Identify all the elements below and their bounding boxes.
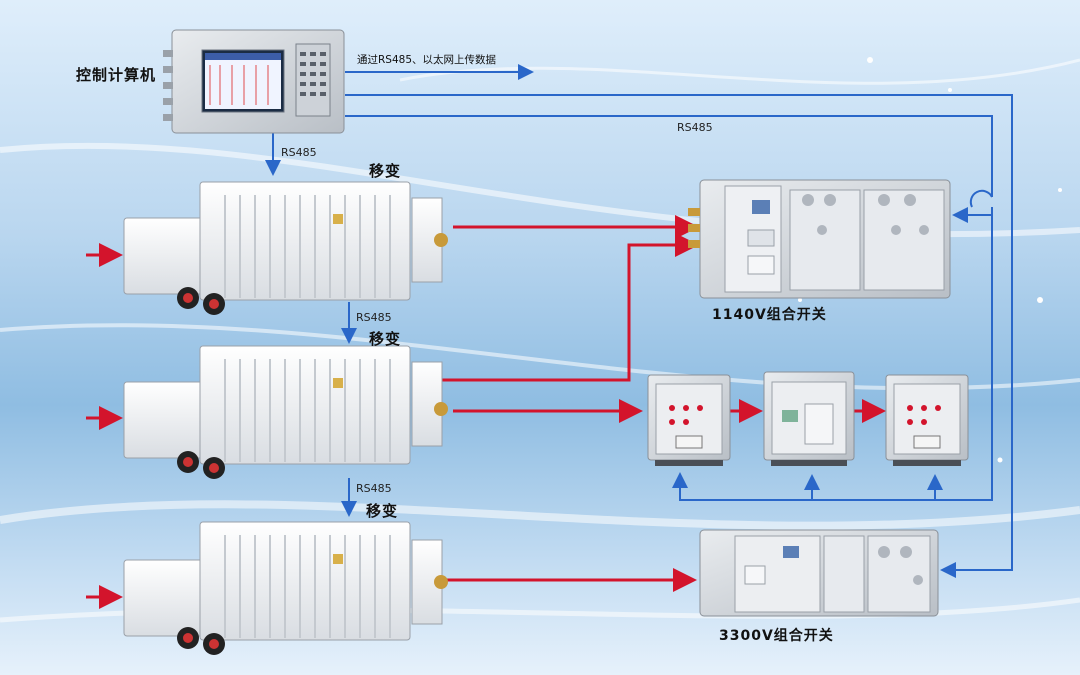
transformer-3-label: 移变 (366, 502, 399, 520)
rs485-to-1140 (952, 207, 993, 223)
rs485-bus-outer (345, 94, 1013, 578)
rs485-label-bus: RS485 (677, 121, 713, 134)
control-computer (163, 29, 345, 134)
rs485-bus-inner (345, 115, 993, 197)
feeder-switch-3-graphic (885, 374, 969, 466)
rs485-label-t2-t3: RS485 (356, 482, 392, 495)
rs485-to-feeders (679, 215, 993, 501)
switch-1140-label: 1140V组合开关 (712, 307, 827, 323)
rs485-label-computer: RS485 (281, 146, 317, 159)
signal-lines (265, 64, 1013, 578)
transformer-2-graphic (123, 345, 448, 479)
feeder-switch-1-graphic (647, 374, 731, 466)
power-lines (86, 215, 886, 609)
transformer-1-graphic (123, 181, 448, 315)
computer-label: 控制计算机 (76, 66, 157, 84)
switch-3300-graphic (699, 529, 939, 617)
transformer-2-label: 移变 (369, 330, 402, 348)
transformer-3-graphic (123, 521, 448, 655)
switch-3300-label: 3300V组合开关 (719, 628, 834, 644)
switch-1140-graphic (688, 179, 951, 299)
rs485-bus-hop (969, 189, 993, 208)
feeder-switch-2-graphic (763, 371, 855, 466)
transformer-1-label: 移变 (369, 162, 402, 180)
sparkles (798, 57, 1062, 463)
upload-label: 通过RS485、以太网上传数据 (357, 54, 497, 66)
rs485-label-t1-t2: RS485 (356, 311, 392, 324)
